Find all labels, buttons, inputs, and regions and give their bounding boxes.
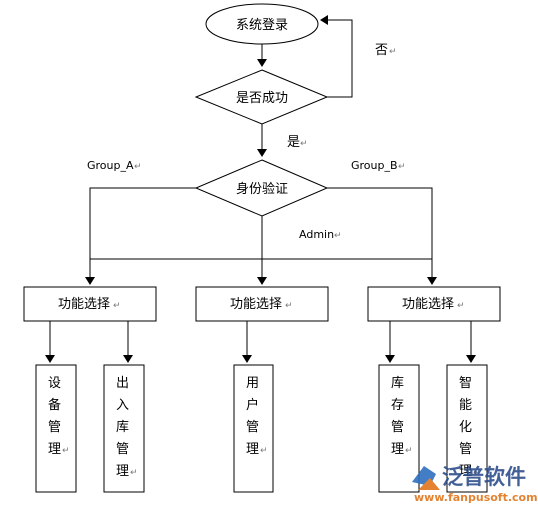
module-label-smart: 智能化管理↵	[459, 376, 481, 479]
func-select-box-admin	[195, 286, 329, 322]
func-select-box-a	[23, 286, 157, 322]
login-decision-label: 是否成功	[236, 91, 288, 106]
para-mark: ↵	[113, 301, 121, 311]
logo-mark-icon	[418, 478, 440, 490]
auth-decision-label: 身份验证	[236, 181, 288, 197]
module-label-inout: 出入库管理↵	[116, 376, 138, 479]
para-mark: ↵	[300, 139, 308, 149]
watermark-url: www.fanpusoft.com	[414, 491, 538, 504]
module-label-user: 用户管理↵	[246, 376, 268, 457]
label-group-b: Group_B	[351, 159, 398, 172]
start-label: 系统登录	[236, 18, 288, 33]
para-mark: ↵	[285, 301, 293, 311]
module-box-smart	[446, 364, 488, 493]
para-mark: ↵	[334, 231, 342, 241]
func-select-label: 功能选择	[230, 297, 282, 312]
func-select-box-b	[367, 286, 501, 322]
para-mark: ↵	[389, 47, 397, 57]
func-select-label: 功能选择	[402, 297, 454, 312]
module-box-equipment	[35, 364, 77, 493]
module-box-inout	[103, 364, 145, 493]
module-label-stock: 库存管理↵	[391, 375, 413, 457]
label-admin: Admin	[299, 228, 334, 241]
module-box-user	[233, 364, 274, 493]
arrow-group-a	[85, 187, 196, 285]
func-select-label: 功能选择	[58, 297, 110, 312]
arrow-group-b	[327, 187, 437, 285]
watermark-name: 泛普软件	[442, 465, 526, 489]
para-mark: ↵	[134, 162, 142, 172]
label-group-a: Group_A	[87, 159, 134, 172]
label-no: 否	[375, 43, 388, 58]
label-yes: 是	[287, 135, 300, 150]
para-mark: ↵	[457, 301, 465, 311]
para-mark: ↵	[398, 162, 406, 172]
watermark-logo: 泛普软件 www.fanpusoft.com	[412, 465, 538, 504]
arrow-retry-loop	[320, 15, 353, 98]
module-box-stock	[378, 364, 420, 493]
module-label-equipment: 设备管理↵	[48, 376, 70, 457]
